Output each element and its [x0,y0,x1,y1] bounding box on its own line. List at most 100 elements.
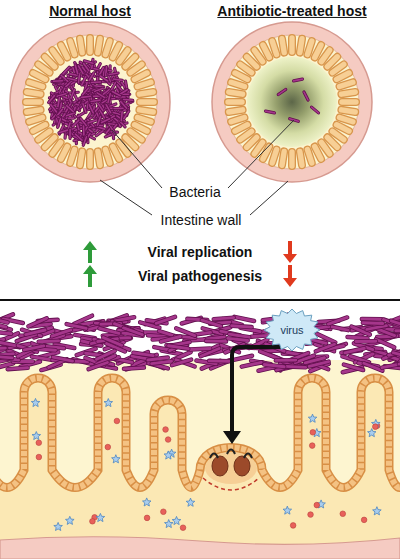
villus [327,57,337,67]
villus-outline [38,131,49,139]
villus-outline [229,110,243,112]
dendritic-cell [112,455,121,463]
villus-outline [27,110,41,112]
villus [33,125,45,131]
bacterium-outline [206,339,226,344]
villus [113,45,119,57]
villus [247,57,257,67]
epithelium-outline [0,378,400,488]
villus-outline [307,150,311,163]
villus-outline [98,151,100,165]
bacterium [82,88,88,95]
bacterium [103,89,110,95]
bacterium [120,90,128,95]
villus-outline [138,82,151,86]
bacterium-outline [82,96,91,97]
bacterium [82,96,91,97]
bacterium-outline [26,330,45,335]
villus-outline [332,131,343,139]
bacterium-outline [95,88,103,91]
bacterium-outline [233,356,253,360]
bacterium [169,346,189,349]
villus-outline [130,131,141,139]
villus [52,50,60,61]
bacterium-outline [71,90,74,98]
bacterium-outline [59,130,68,133]
bacterium [28,318,46,326]
bacterium [348,337,368,338]
divider [0,299,400,301]
bacterium-outline [176,328,195,335]
bacterium-outline [89,73,94,81]
bacterium [106,105,110,113]
villus [130,64,141,72]
bacterium-outline [100,328,119,333]
villus [45,57,55,67]
immune-cell-cluster [234,456,250,476]
bacterium-outline [312,107,319,113]
immune-cell [309,443,315,449]
bacterium [96,130,103,135]
bacterium [89,73,94,81]
villus-outline [125,137,135,147]
bacterium [59,130,68,133]
villus-outline [29,82,42,86]
bacterium [96,351,114,359]
dendritic-cell [283,506,292,514]
bacterium-outline [209,359,229,364]
muscle-layer [0,537,400,559]
bacterium-outline [74,316,92,324]
bacterium [304,92,308,100]
bacterium-outline [367,326,387,330]
bacterium [115,317,135,321]
bacterium-outline [121,102,127,109]
decrease-arrow [283,241,297,263]
bacterium-outline [78,112,86,117]
villus [337,125,349,131]
illustration-layer [0,22,400,559]
bacterium [233,356,253,360]
bacterium-outline [344,365,363,370]
bacterium [393,353,400,358]
villus-outline [229,92,243,94]
bacterium [133,353,153,356]
villus [113,147,119,159]
bacterium [209,359,229,362]
virus-particle: virus [263,308,321,352]
immune-cell [105,444,111,450]
bacterium [102,119,110,123]
bacterium-outline [152,361,172,363]
bacterium-outline [276,358,296,363]
bacterium [345,348,364,353]
bacterium [66,113,75,116]
bacterium [362,317,382,320]
villus [321,142,329,153]
intestine-tissue [0,360,400,559]
node-text: virus [280,324,303,336]
bacterium [156,317,175,324]
bacterium [114,108,123,110]
villus-outline [240,131,251,139]
bacterium [264,365,284,367]
increase-arrow [83,241,97,263]
villus-outline [337,125,349,131]
bacterium-outline [264,365,284,367]
villus-outline [315,45,321,57]
villus-outline [138,117,151,121]
villus-outline [70,41,74,54]
bacterium [316,344,335,351]
bacterium-outline [364,363,383,370]
villus [80,151,82,165]
bacterium-outline [0,356,12,358]
bacterium-outline [51,105,57,112]
villus-outline [247,137,257,147]
bacterium [309,362,328,367]
bacterium [63,67,69,74]
villus [98,151,100,165]
increase-arrow [83,265,97,287]
bacterium-outline [202,320,221,326]
bacterium [108,94,110,103]
immune-cell [314,502,320,508]
villus [272,41,276,54]
bacterium-outline [0,331,11,333]
